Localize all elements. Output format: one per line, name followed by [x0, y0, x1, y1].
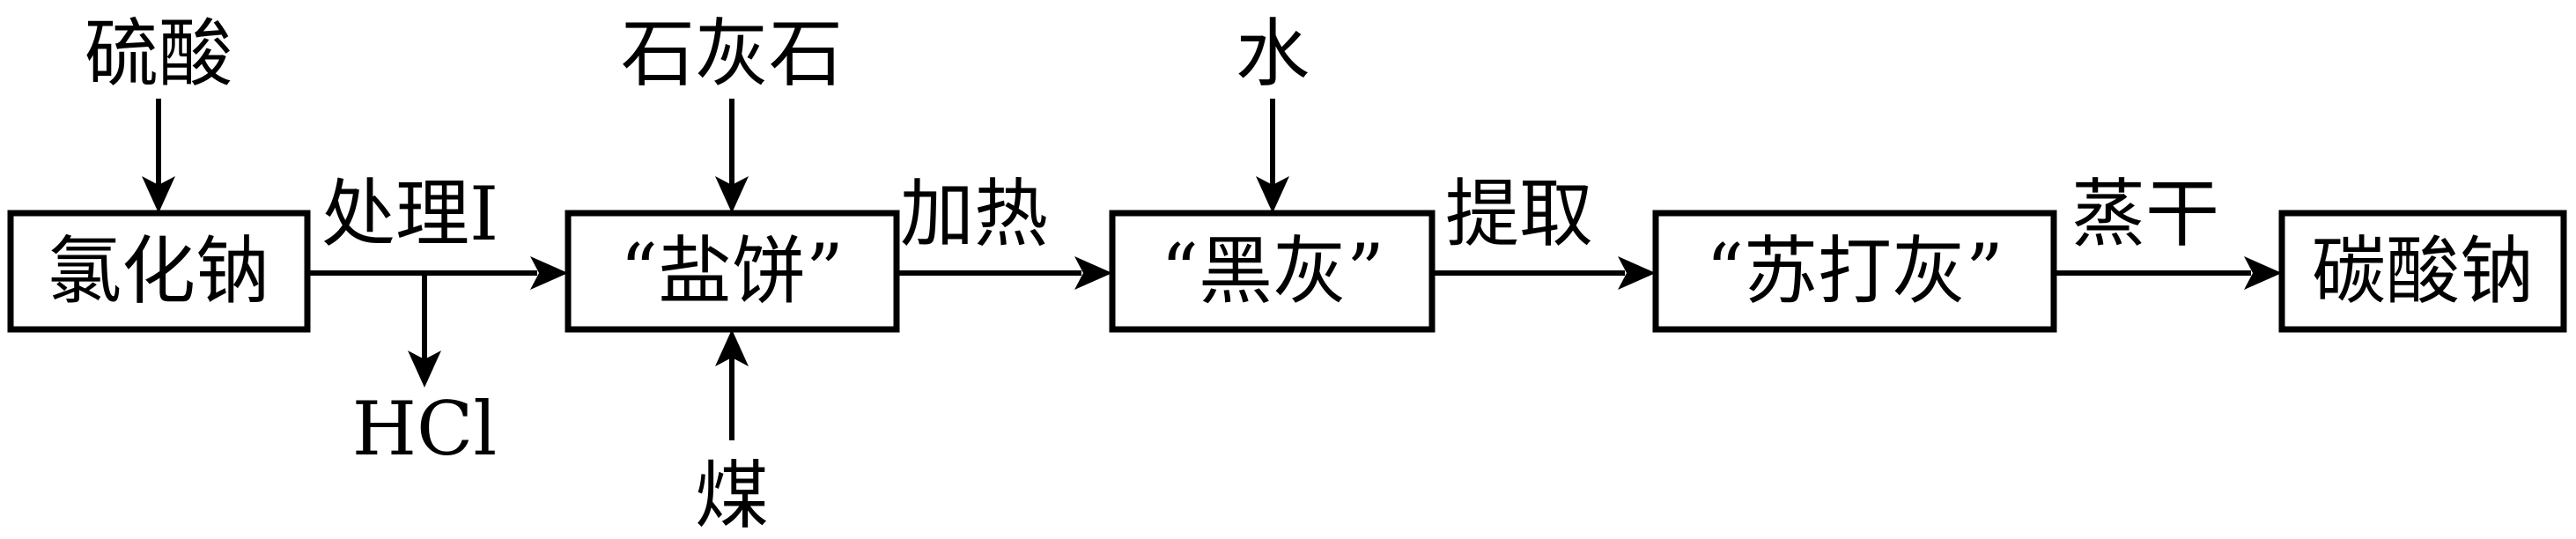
step-label-evaporate: 蒸干: [2071, 171, 2219, 257]
box-black-ash-label: “黑灰”: [1161, 228, 1384, 314]
box-sodium-carbonate: 碳酸钠: [2278, 210, 2567, 333]
box-sodium-carbonate-label: 碳酸钠: [2312, 228, 2534, 314]
input-label-water: 水: [1236, 11, 1310, 97]
arrow-limestone-in: [715, 99, 749, 213]
step-label-treat: 处理I: [321, 171, 498, 257]
input-label-sulfuric-acid: 硫酸: [85, 11, 233, 97]
arrow-black-ash-to-soda-ash: [1432, 256, 1656, 290]
arrow-water-in: [1256, 99, 1289, 213]
arrow-nacl-to-salt-cake: [307, 256, 568, 290]
box-soda-ash: “苏打灰”: [1652, 210, 2057, 333]
box-nacl-label: 氯化钠: [48, 228, 269, 314]
arrow-coal-in: [715, 329, 749, 440]
box-salt-cake: “盐饼”: [565, 210, 900, 333]
output-label-hcl: HCl: [352, 386, 497, 472]
input-label-limestone: 石灰石: [621, 11, 843, 97]
box-soda-ash-label: “苏打灰”: [1706, 228, 2004, 314]
arrow-hcl-out: [408, 273, 441, 388]
arrow-sulfuric-acid-in: [142, 99, 175, 213]
arrow-soda-ash-to-sodium-carbonate: [2054, 256, 2282, 290]
step-label-extract: 提取: [1445, 171, 1593, 257]
box-salt-cake-label: “盐饼”: [620, 228, 844, 314]
input-label-coal: 煤: [695, 453, 769, 539]
step-label-heat: 加热: [900, 171, 1048, 257]
arrow-salt-cake-to-black-ash: [897, 256, 1112, 290]
box-black-ash: “黑灰”: [1109, 210, 1436, 333]
box-nacl: 氯化钠: [7, 210, 311, 333]
